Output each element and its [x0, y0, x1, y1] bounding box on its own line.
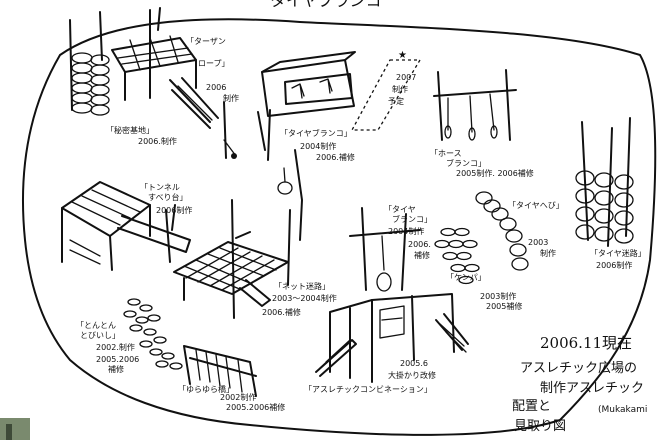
plaza-boundary [22, 18, 657, 436]
stepping-stones-note2: 2005.2006 [96, 355, 139, 364]
stepping-stones-label: 「とんとん [76, 321, 116, 330]
kenpa-note: 2003制作 [480, 291, 516, 301]
secret-base-note: 2006.制作 [138, 136, 177, 146]
stepping-stones-label2: とびいし」 [80, 331, 120, 340]
stepping-stones-note: 2002.制作 [96, 342, 135, 352]
map-title-line3: 制作アスレチック [540, 381, 644, 396]
secret-base-label: 「秘密基地」 [106, 125, 154, 135]
hose-swing-label2: ブランコ」 [446, 158, 486, 168]
tunnel-slide-drawing [61, 181, 191, 271]
stepping-stones-drawing [123, 298, 183, 370]
tire-maze-note: 2006制作 [596, 260, 632, 270]
svg-text:★: ★ [398, 50, 407, 61]
kenpa-label: 「ケンパ」 [446, 273, 486, 282]
athletic-combination-drawing [315, 293, 469, 383]
stepping-stones-note3: 補修 [108, 364, 124, 374]
map-author: (Mukakami [598, 405, 647, 415]
hose-swing-drawing [433, 69, 517, 141]
planned-2007-l3: 予定 [388, 96, 404, 106]
tire-swing-note2: 2006.補修 [316, 152, 355, 162]
tarzan-rope-label2: ロープ」 [198, 59, 230, 68]
page-title: タイヤブランコ [270, 0, 382, 10]
tire-swing-note: 2004制作 [300, 141, 336, 151]
tunnel-slide-label: 「トンネル [140, 183, 180, 192]
tire-swing-2-label2: ブランコ」 [392, 214, 432, 224]
tunnel-slide-note: 2006制作 [156, 205, 192, 215]
corner-photo-fragment [0, 418, 30, 440]
tire-swing-2-label: 「タイヤ [384, 205, 416, 214]
athletic-combination-label: 「アスレチックコンビネーション」 [304, 385, 432, 394]
tire-swing-2-drawing [349, 207, 421, 292]
tarzan-rope-drawing [223, 101, 237, 159]
net-maze-drawing [173, 199, 291, 319]
net-maze-label: 「ネット迷路」 [274, 281, 330, 291]
tarzan-rope-note: 2006 [206, 83, 226, 92]
tire-swing-2-note3: 補修 [414, 250, 430, 260]
tire-swing-2-note2: 2006. [408, 240, 431, 249]
tire-snake-note2: 制作 [540, 248, 556, 258]
swaying-bridge-drawing [183, 345, 257, 397]
tarzan-rope-note2: 制作 [223, 93, 239, 103]
tire-swing-2-note: 2004制作 [388, 226, 424, 236]
tire-snake-label: 「タイヤへび」 [508, 201, 564, 210]
map-title-line4: 配置と [512, 399, 551, 414]
net-maze-note2: 2006.補修 [262, 307, 301, 317]
tire-swing-label: 「タイヤブランコ」 [280, 128, 352, 138]
secret-base-drawing [69, 7, 219, 129]
map-title-line5: 見取り図 [514, 419, 566, 434]
map-title-line2: アスレチック広場の [520, 361, 637, 376]
net-maze-note: 2003～2004制作 [272, 293, 337, 303]
tarzan-rope-label: 「ターザン [186, 37, 226, 46]
tire-snake-note: 2003 [528, 238, 548, 247]
tunnel-slide-label2: すべり台」 [148, 192, 187, 202]
swaying-bridge-note2: 2005.2006補修 [226, 402, 285, 412]
athletic-combination-note: 2005.6 [400, 359, 428, 368]
athletic-combination-note2: 大掛かり改修 [388, 370, 436, 380]
hose-swing-label: 「ホース [430, 149, 462, 158]
tire-maze-drawing [575, 117, 634, 247]
planned-2007-area: ★ [350, 50, 422, 131]
tire-maze-label: 「タイヤ迷路」 [590, 248, 646, 258]
planned-2007-l2: 制作 [392, 84, 408, 94]
swaying-bridge-label: 「ゆらゆら橋」 [178, 384, 234, 394]
tire-swing-drawing [257, 51, 356, 241]
tire-snake-drawing [475, 191, 529, 271]
kenpa-note2: 2005補修 [486, 301, 522, 311]
hose-swing-note: 2005制作. 2006補修 [456, 168, 534, 178]
map-title-date: 2006.11現在 [540, 334, 632, 352]
swaying-bridge-note: 2002制作 [220, 392, 256, 402]
kenpa-drawing [434, 227, 480, 285]
planned-2007-l1: 2007 [396, 73, 416, 82]
